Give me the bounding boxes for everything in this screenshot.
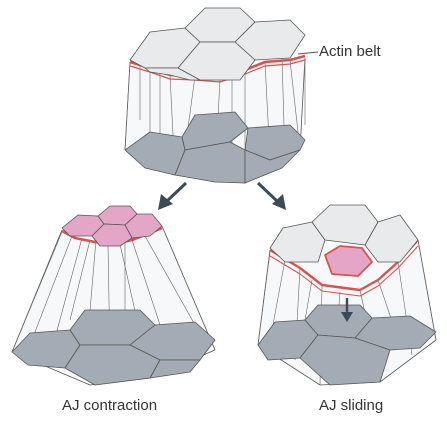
apical-faces-right (269, 204, 419, 263)
aj-contraction-label: AJ contraction (62, 397, 158, 414)
aj-contraction-diagram (11, 205, 216, 386)
apical-faces (129, 7, 306, 81)
basal-faces (124, 111, 306, 184)
sliding-arrow (341, 298, 353, 322)
normal-epithelium (124, 7, 306, 184)
actin-belt-label: Actin belt (319, 43, 381, 60)
basal-faces-left (11, 309, 216, 386)
constricted-apical-faces (61, 205, 163, 247)
arrow-right (256, 181, 286, 210)
arrow-left (158, 181, 188, 210)
aj-sliding-diagram (257, 204, 437, 386)
sliding-apical-cell (324, 245, 373, 277)
aj-sliding-label: AJ sliding (319, 397, 384, 414)
basal-faces-right (257, 304, 437, 386)
actin-belt-leader (297, 51, 319, 55)
